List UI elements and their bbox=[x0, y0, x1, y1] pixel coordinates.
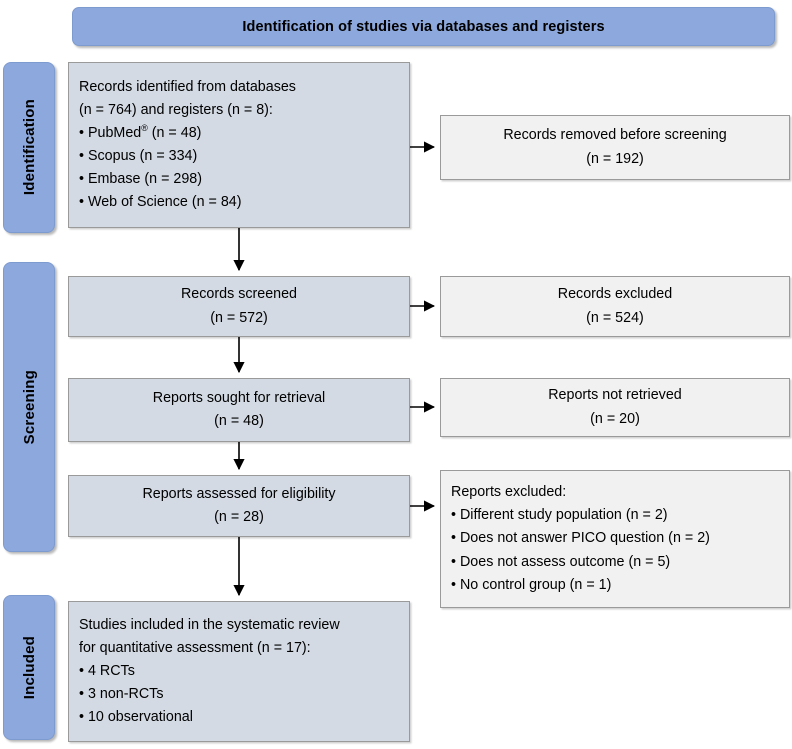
records-identified-bullet-webofscience: • Web of Science (n = 84) bbox=[79, 194, 242, 211]
reports-assessed-line2: (n = 28) bbox=[214, 509, 264, 525]
header-title: Identification of studies via databases … bbox=[242, 18, 605, 35]
records-identified-bullet-pubmed: • PubMed® (n = 48) bbox=[79, 122, 399, 145]
studies-included-line2: for quantitative assessment (n = 17): bbox=[79, 639, 311, 656]
reports-excluded-bullet-outcome: • Does not assess outcome (n = 5) bbox=[451, 553, 671, 570]
records-excluded-line1: Records excluded bbox=[557, 286, 673, 303]
records-identified-bullet-embase: • Embase (n = 298) bbox=[79, 171, 203, 188]
stage-label-screening: Screening bbox=[3, 262, 55, 552]
stage-label-screening-text: Screening bbox=[20, 369, 38, 445]
reports-sought-line1: Reports sought for retrieval bbox=[152, 389, 326, 406]
records-removed-line2: (n = 192) bbox=[586, 150, 644, 167]
reports-excluded-bullet-control: • No control group (n = 1) bbox=[451, 576, 612, 593]
box-records-identified: Records identified from databases (n = 7… bbox=[68, 62, 410, 228]
studies-included-bullet-nonrcts: • 3 non-RCTs bbox=[79, 686, 164, 703]
diagram-header-banner: Identification of studies via databases … bbox=[72, 7, 775, 46]
records-screened-line2: (n = 572) bbox=[210, 309, 268, 326]
box-reports-assessed: Reports assessed for eligibility (n = 28… bbox=[68, 475, 410, 537]
reports-assessed-line1: Reports assessed for eligibility bbox=[142, 485, 336, 502]
pubmed-prefix: • PubMed bbox=[79, 124, 142, 141]
stage-label-identification-text: Identification bbox=[20, 99, 38, 196]
studies-included-line1: Studies included in the systematic revie… bbox=[79, 616, 340, 633]
reports-not-retrieved-line1: Reports not retrieved bbox=[548, 387, 682, 404]
box-records-excluded: Records excluded (n = 524) bbox=[440, 276, 790, 337]
studies-included-bullet-rcts: • 4 RCTs bbox=[79, 662, 135, 679]
reports-excluded-bullet-population: • Different study population (n = 2) bbox=[451, 507, 668, 524]
box-records-screened: Records screened (n = 572) bbox=[68, 276, 410, 337]
registered-mark-icon: ® bbox=[141, 123, 148, 134]
records-identified-bullet-scopus: • Scopus (n = 334) bbox=[79, 148, 198, 164]
records-screened-line1: Records screened bbox=[180, 286, 298, 303]
stage-label-identification: Identification bbox=[3, 62, 55, 233]
reports-not-retrieved-line2: (n = 20) bbox=[590, 410, 640, 427]
box-reports-not-retrieved: Reports not retrieved (n = 20) bbox=[440, 378, 790, 437]
reports-excluded-bullet-pico: • Does not answer PICO question (n = 2) bbox=[451, 530, 710, 547]
records-removed-line1: Records removed before screening bbox=[503, 127, 727, 144]
records-excluded-line2: (n = 524) bbox=[586, 309, 644, 326]
records-identified-line1: Records identified from databases bbox=[79, 78, 296, 95]
box-reports-sought: Reports sought for retrieval (n = 48) bbox=[68, 378, 410, 442]
reports-sought-line2: (n = 48) bbox=[214, 413, 264, 429]
records-identified-line2: (n = 764) and registers (n = 8): bbox=[79, 101, 273, 118]
pubmed-suffix: (n = 48) bbox=[147, 124, 202, 141]
box-studies-included: Studies included in the systematic revie… bbox=[68, 601, 410, 742]
box-reports-excluded: Reports excluded: • Different study popu… bbox=[440, 470, 790, 608]
stage-label-included-text: Included bbox=[20, 635, 38, 700]
box-records-removed: Records removed before screening (n = 19… bbox=[440, 115, 790, 180]
studies-included-bullet-observational: • 10 observational bbox=[79, 709, 193, 726]
stage-label-included: Included bbox=[3, 595, 55, 740]
reports-excluded-heading: Reports excluded: bbox=[451, 484, 567, 501]
